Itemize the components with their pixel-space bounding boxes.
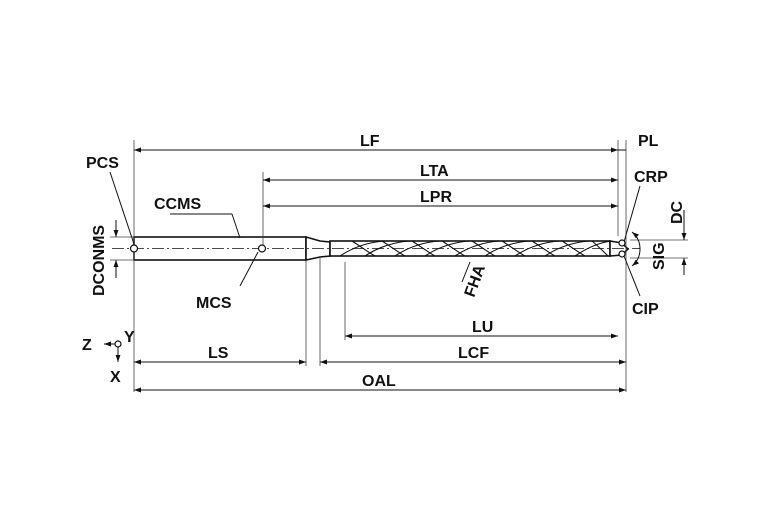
label-crp: CRP (634, 169, 668, 186)
pcs-point (129, 244, 139, 253)
label-lpr: LPR (420, 189, 452, 206)
label-cip: CIP (632, 301, 659, 318)
coordinate-markers (129, 239, 626, 258)
label-lf: LF (360, 133, 380, 150)
label-ccms: CCMS (154, 196, 201, 213)
dim-arc-sig (631, 231, 641, 267)
label-fha: FHA (462, 262, 489, 299)
dim-arc-fha (461, 261, 471, 283)
mcs-point (257, 244, 267, 253)
label-mcs: MCS (196, 295, 232, 312)
extension-lines (110, 140, 688, 392)
label-oal: OAL (362, 373, 396, 390)
label-dconms: DCONMS (91, 225, 108, 296)
label-pcs: PCS (86, 155, 119, 172)
label-dc: DC (669, 200, 686, 224)
cip-point (618, 250, 626, 258)
axis-indicator (104, 340, 122, 362)
dimension-labels: LF PL LTA LPR CRP DC PCS CCMS DCONMS MCS… (82, 133, 686, 390)
label-ls: LS (208, 345, 229, 362)
label-lu: LU (472, 319, 493, 336)
label-sig: SIG (651, 242, 668, 270)
drill-body (112, 235, 640, 261)
label-axis-y: Y (124, 329, 135, 346)
label-pl: PL (638, 133, 659, 150)
crp-point (618, 239, 626, 247)
label-axis-z: Z (82, 337, 92, 354)
label-axis-x: X (110, 369, 121, 386)
label-lcf: LCF (458, 345, 489, 362)
dimension-lines (113, 147, 687, 393)
leader-lines (109, 171, 641, 297)
axis-origin-icon (114, 340, 122, 348)
label-lta: LTA (420, 163, 449, 180)
